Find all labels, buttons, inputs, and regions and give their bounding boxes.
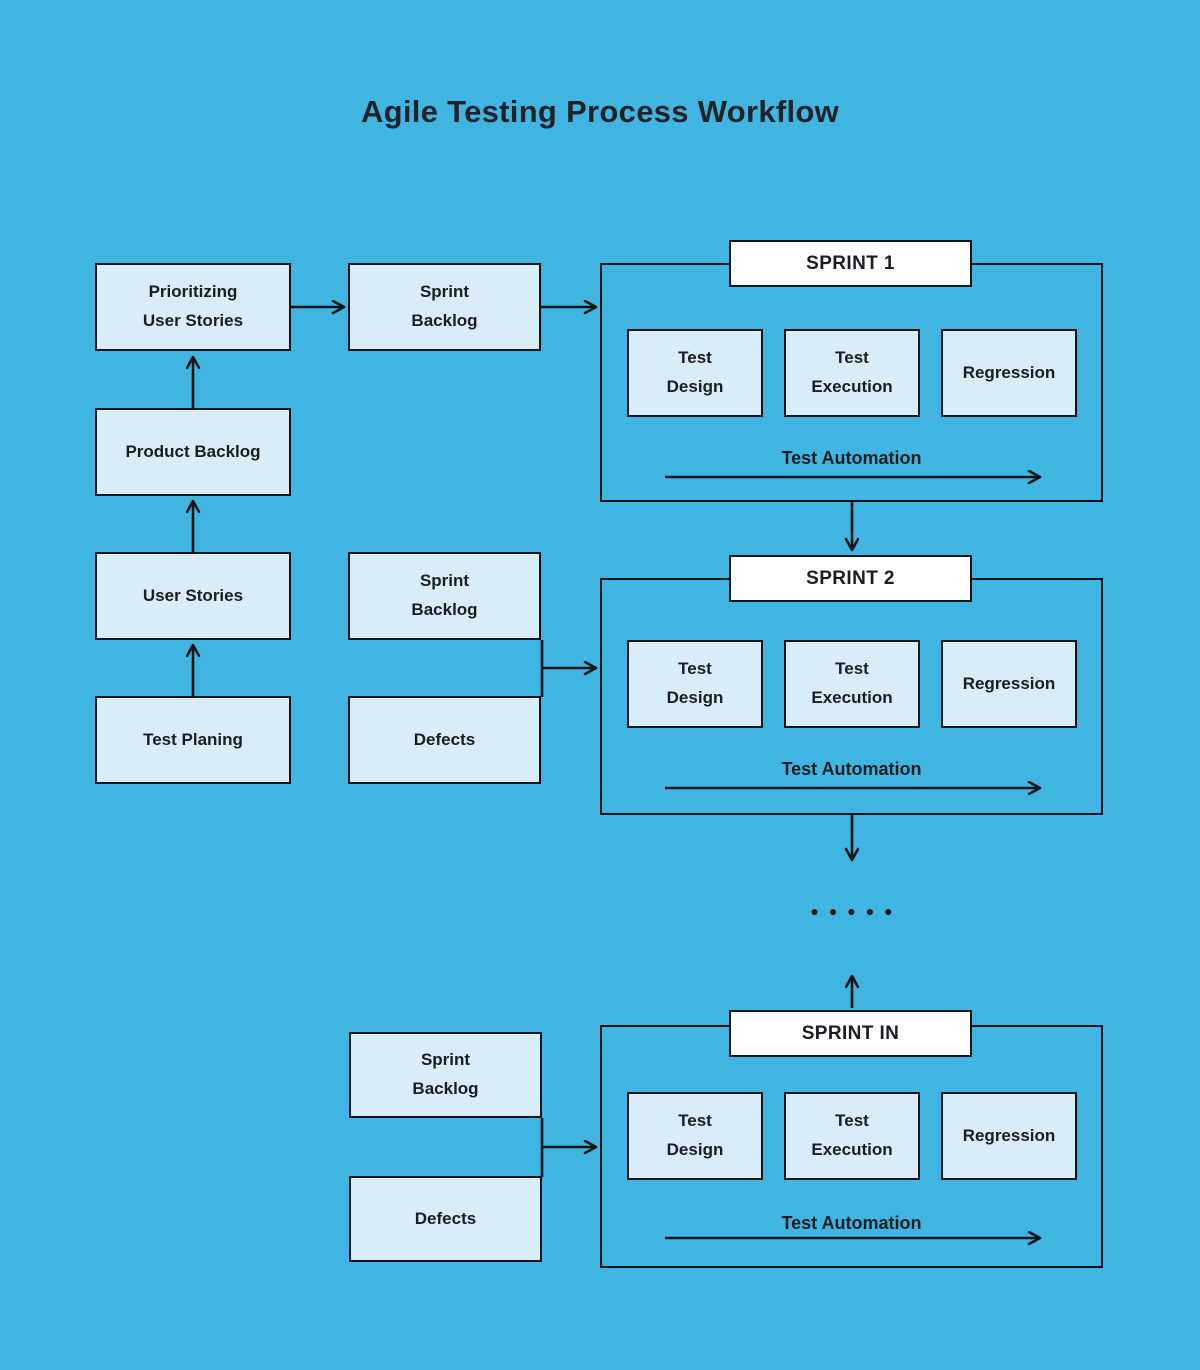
sprint-2-test-design: Test Design [627,640,763,728]
sprint-1-regression: Regression [941,329,1077,417]
sprint-2-test-execution: Test Execution [784,640,920,728]
sprint-1-container: SPRINT 1 Test Design Test Execution Regr… [600,240,1103,502]
sprint-1-test-execution: Test Execution [784,329,920,417]
node-user-stories: User Stories [95,552,291,640]
sprint-1-title: SPRINT 1 [729,240,972,287]
sprint-n-test-design: Test Design [627,1092,763,1180]
sprint-n-test-automation-label: Test Automation [781,1213,922,1233]
sprint-2-regression: Regression [941,640,1077,728]
sprint-n-regression: Regression [941,1092,1077,1180]
sprint-n-test-execution: Test Execution [784,1092,920,1180]
node-sprint1-backlog: Sprint Backlog [348,263,541,351]
sprint-n-container: SPRINT IN Test Design Test Execution Reg… [600,1010,1103,1268]
node-test-planing: Test Planing [95,696,291,784]
ellipsis-dots: ●●●●● [810,903,903,919]
node-sprint2-backlog: Sprint Backlog [348,552,541,640]
node-sprintn-backlog: Sprint Backlog [349,1032,542,1118]
node-product-backlog: Product Backlog [95,408,291,496]
node-sprint2-defects: Defects [348,696,541,784]
sprint-2-title: SPRINT 2 [729,555,972,602]
sprint-n-title: SPRINT IN [729,1010,972,1057]
sprint-2-test-automation-label: Test Automation [781,759,922,779]
sprint-1-test-automation-label: Test Automation [781,448,922,468]
node-prioritizing-user-stories: Prioritizing User Stories [95,263,291,351]
diagram-title: Agile Testing Process Workflow [360,94,840,129]
node-sprintn-defects: Defects [349,1176,542,1262]
sprint-1-test-design: Test Design [627,329,763,417]
sprint-2-container: SPRINT 2 Test Design Test Execution Regr… [600,555,1103,815]
